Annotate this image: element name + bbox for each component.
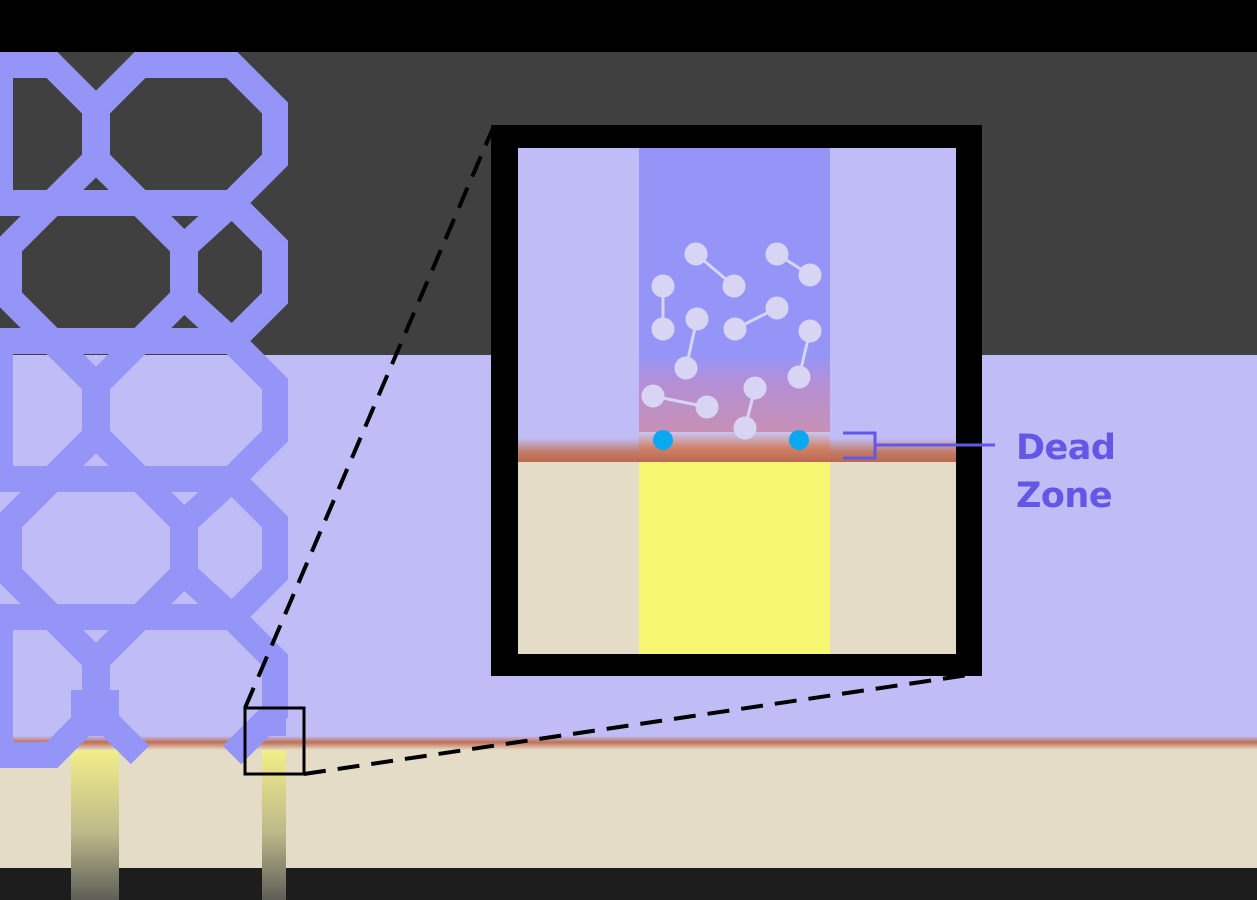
- interface-line: [0, 736, 1257, 750]
- inset-side-fill: [830, 148, 956, 438]
- inset-substrate: [518, 462, 639, 654]
- particle: [685, 307, 709, 331]
- particle: [798, 319, 822, 343]
- particle: [674, 356, 698, 380]
- particle: [765, 242, 789, 266]
- particle: [798, 263, 822, 287]
- particle: [765, 296, 789, 320]
- particle: [723, 317, 747, 341]
- dead-zone-label: Dead Zone: [1016, 424, 1216, 520]
- substrate-layer: [0, 750, 1257, 870]
- inset-side-interface: [518, 438, 639, 462]
- bound-particle: [653, 430, 673, 450]
- inset-side-fill: [518, 148, 639, 438]
- particle: [641, 384, 665, 408]
- top-black-band: [0, 0, 1257, 52]
- particle: [651, 317, 675, 341]
- bound-particle: [789, 430, 809, 450]
- lattice-leg: [71, 690, 119, 736]
- zoom-connector-line: [243, 127, 495, 709]
- particle: [787, 365, 811, 389]
- particle: [722, 274, 746, 298]
- inset-electrode: [639, 462, 830, 654]
- dead-zone-label-line1: Dead: [1016, 428, 1116, 468]
- particle: [651, 274, 675, 298]
- electrode-strip: [71, 750, 119, 900]
- particle-group: [641, 242, 822, 440]
- particle: [743, 376, 767, 400]
- particle: [684, 242, 708, 266]
- bottom-dark-band: [0, 868, 1257, 900]
- particle: [733, 416, 757, 440]
- dead-zone-label-line2: Zone: [1016, 476, 1113, 516]
- zoom-source-box: [243, 706, 306, 776]
- inset-substrate: [830, 462, 956, 654]
- inset-magnified-view: [491, 125, 982, 676]
- lattice-leg: [262, 690, 286, 736]
- zoom-connector-line: [303, 673, 969, 776]
- particle: [695, 395, 719, 419]
